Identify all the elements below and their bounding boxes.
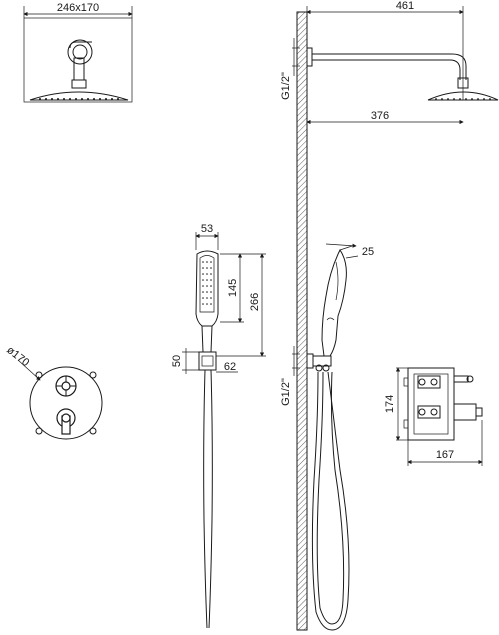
holder-height-label: 50	[171, 355, 183, 367]
hand-head-label: 145	[227, 279, 239, 297]
hand-shower-side-view: 25 G1/2"	[280, 243, 374, 631]
concealed-box-view: 174 167	[384, 367, 483, 466]
mixer-front-view: ø170	[4, 344, 103, 440]
arm-length-label: 461	[396, 0, 414, 12]
hand-total-label: 266	[249, 293, 261, 311]
thread-bottom-label: G1/2"	[280, 378, 292, 406]
wall-section	[296, 11, 308, 631]
overhead-shower-view: 246x170	[23, 2, 133, 103]
box-width-label: 167	[436, 449, 454, 461]
shower-arm-view: 461 G1/2" 376	[280, 0, 499, 125]
thread-top-label: G1/2"	[280, 72, 292, 100]
nozzle-dots	[39, 98, 119, 100]
overhead-size-label: 246x170	[57, 2, 99, 14]
hand-angle-label: 25	[362, 246, 374, 258]
hand-width-label: 53	[201, 223, 213, 235]
hand-shower-front-view: 53 145 266 50	[171, 223, 266, 629]
box-height-label: 174	[384, 395, 396, 413]
holder-depth-label: 62	[224, 361, 236, 373]
arm-projection-label: 376	[371, 110, 389, 122]
mixer-diameter-label: ø170	[4, 344, 31, 369]
